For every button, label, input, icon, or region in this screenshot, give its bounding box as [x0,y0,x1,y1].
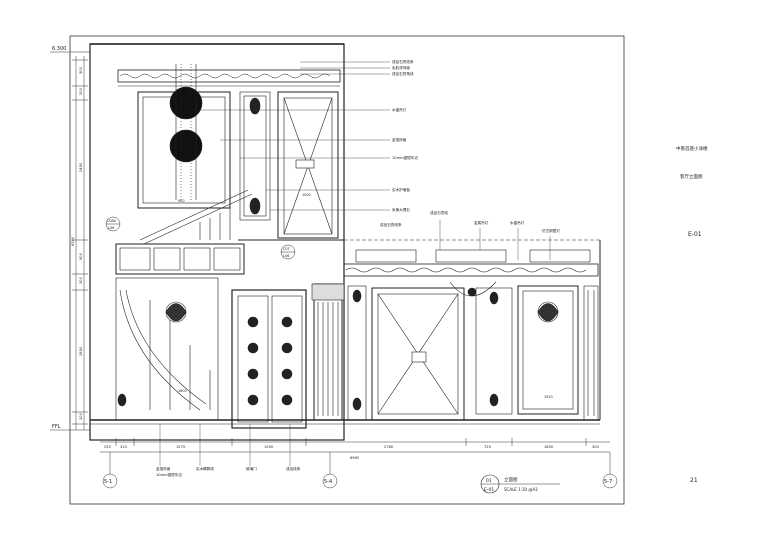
callout-top-7: 米黄大理石 [392,207,410,212]
callout-top-1: 乳胶漆饰面 [392,65,410,70]
callout-top-3: 水晶吊灯 [392,107,407,112]
drawing-title-scale: SCALE 1:30 @A3 [504,487,538,492]
callout-top-6: 实木护墙板 [392,187,410,192]
elevation-linework [89,43,601,441]
section-mark-symbols [105,216,296,260]
section-mark-1-ref: J-06 [282,254,289,258]
callout-bottom-4: 成品线条 [286,466,301,471]
interior-dim-3: 1920 [544,395,553,399]
bottom-dim-5: 720 [484,445,492,449]
callout-bottom-3: 玻璃门 [246,466,257,471]
bottom-dim-3: 1050 [264,445,274,449]
section-mark-0-ref: J-06 [107,226,114,230]
project-name: 中南首座小洋楼 [676,145,708,152]
bottom-total-dim: 6965 [350,456,359,460]
drawing-frame [69,35,625,505]
bottom-dim-4: 2780 [384,445,394,449]
left-total-dim: 6300 [71,236,75,246]
level-floor-label: FFL [52,424,61,430]
section-mark-1-num: C07 [283,247,290,251]
callout-mid-0: 成品石膏线条 [380,222,402,227]
callout-top-0: 成品石膏线条 [392,59,414,64]
left-dim-3: 900 [79,252,83,260]
drawing-title-num: 01 [486,478,492,484]
bottom-dim-7: 300 [592,445,600,449]
drawing-name: 客厅立面图 [680,173,703,180]
bottom-dim-1: 310 [120,445,128,449]
drawing-title-ref: E-01 [484,487,494,493]
callout-top-4: 金箔饰面 [392,137,407,142]
callout-mid-4: 仿古铜壁灯 [542,228,560,233]
bottom-dim-2: 1575 [176,445,185,449]
drawing-title-name: 立面图 [504,476,518,483]
axis-marker-0: 5-1 [104,479,112,485]
callout-top-2: 成品石膏角线 [392,71,414,76]
level-top-label: 6.300 [52,46,66,52]
callout-top-5: 10mm银镜车边 [392,155,418,160]
callout-bottom-1: 10mm银镜车边 [156,472,182,477]
callout-mid-2: 金属吊灯 [474,220,489,225]
callout-mid-1: 成品石膏线 [430,210,448,215]
axis-marker-2: 5-7 [604,479,612,485]
left-dim-0: 300 [79,66,83,74]
axis-marker-1: 5-4 [324,479,332,485]
interior-dim-1: 1500 [302,193,311,197]
callout-bottom-2: 实木踢脚线 [196,466,214,471]
left-dim-6: 200 [79,412,83,420]
callout-mid-3: 水晶吊灯 [510,220,525,225]
callout-leaders [159,61,551,466]
left-dim-1: 200 [79,87,83,95]
left-dim-5: 2850 [79,346,83,356]
interior-dim-0: 900 [178,199,184,203]
bottom-dim-0: 250 [104,445,112,449]
left-dim-4: 300 [79,276,83,284]
section-mark-0-num: C08A [107,219,117,223]
page-number: 21 [690,477,698,484]
callout-bottom-0: 金箔饰面 [156,466,171,471]
axis-marker-lines [102,452,618,489]
left-dim-2: 2450 [79,162,83,172]
bottom-dim-6: 1850 [544,445,554,449]
drawing-title-symbol [480,474,560,494]
drawing-code: E-01 [688,231,702,238]
interior-dim-2: 1800 [178,389,187,393]
bottom-dimensions [100,438,610,453]
left-dimensions [72,56,88,430]
